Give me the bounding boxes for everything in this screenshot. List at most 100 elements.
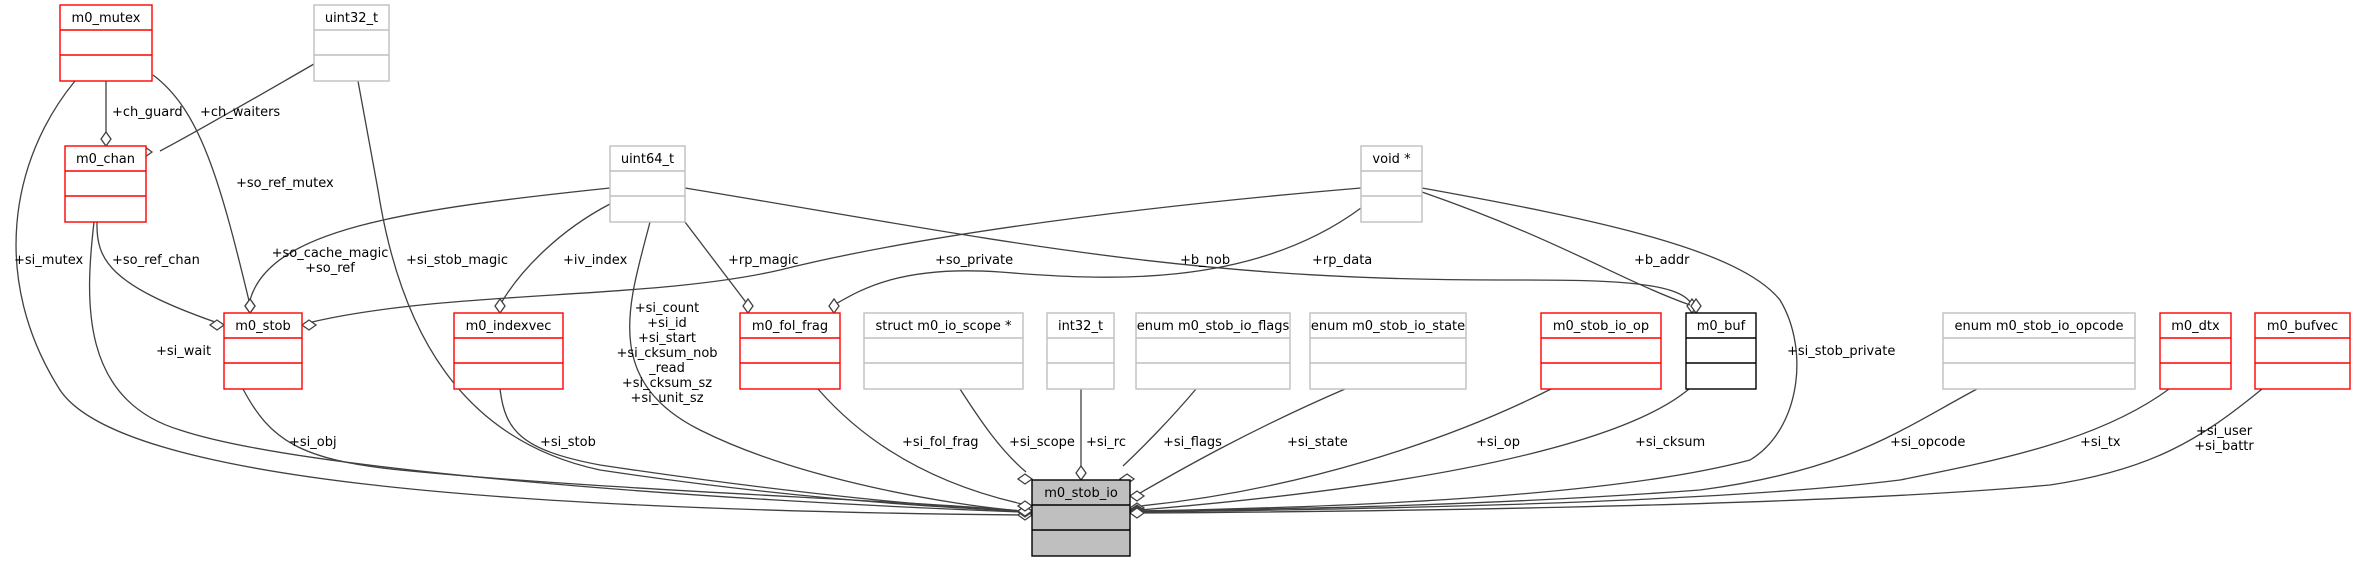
class-node-m0-chan[interactable]: m0_chan bbox=[64, 145, 147, 223]
class-box bbox=[739, 312, 841, 390]
aggregation-diamond-icon bbox=[208, 319, 226, 331]
edge-label: +si_obj bbox=[289, 435, 337, 450]
class-node-m0-fol-frag[interactable]: m0_fol_frag bbox=[739, 312, 841, 390]
edge-line bbox=[15, 80, 1023, 516]
aggregation-diamond-icon bbox=[1016, 473, 1034, 485]
aggregation-diamond-icon bbox=[1690, 297, 1702, 315]
edge-label-line: +si_obj bbox=[289, 435, 337, 450]
edge-uint64_t-to-m0_buf bbox=[684, 187, 1698, 315]
edge-line bbox=[96, 221, 216, 323]
class-name: m0_dtx bbox=[2171, 319, 2220, 334]
nodes-layer: m0_mutex uint32_t m0_chan uint64_t void * m0_… bbox=[59, 4, 2351, 557]
edge-void_ptr-to-m0_buf bbox=[1421, 191, 1702, 315]
edge-label-line: +si_cksum_nob bbox=[616, 346, 717, 361]
class-node-uint64-t[interactable]: uint64_t bbox=[609, 145, 686, 223]
edge-label: +si_stob_private bbox=[1787, 344, 1895, 359]
class-name: enum m0_stob_io_state bbox=[1311, 319, 1465, 334]
edge-m0_chan-to-m0_stob bbox=[96, 221, 226, 331]
edge-label-line: +si_stob_magic bbox=[406, 253, 508, 268]
edge-line bbox=[684, 221, 749, 306]
class-node-m0-mutex[interactable]: m0_mutex bbox=[59, 4, 153, 82]
aggregation-diamond-icon bbox=[1128, 490, 1146, 502]
edge-line bbox=[88, 221, 1023, 513]
edge-label: +si_opcode bbox=[1890, 435, 1965, 450]
class-node-m0-stob-io-op[interactable]: m0_stob_io_op bbox=[1540, 312, 1662, 390]
class-name: void * bbox=[1372, 152, 1411, 167]
class-box bbox=[453, 312, 564, 390]
edge-line bbox=[311, 187, 1362, 323]
class-box bbox=[1942, 312, 2136, 390]
class-name: m0_stob bbox=[235, 319, 291, 334]
edge-label: +rp_data bbox=[1312, 253, 1372, 268]
edge-label-line: +so_ref bbox=[305, 261, 355, 276]
edge-uint32_t-to-m0_stob_io bbox=[357, 80, 1034, 517]
class-node-io-opcode[interactable]: enum m0_stob_io_opcode bbox=[1942, 312, 2136, 390]
edge-line bbox=[1139, 388, 2263, 514]
class-name: enum m0_stob_io_opcode bbox=[1955, 319, 2124, 334]
edge-label-line: +b_addr bbox=[1634, 253, 1690, 268]
edge-uint64_t-to-m0_fol_frag bbox=[684, 221, 754, 315]
class-node-m0-stob-io[interactable]: m0_stob_io bbox=[1031, 479, 1131, 557]
edge-label-line: +si_count bbox=[635, 301, 699, 316]
class-box bbox=[64, 145, 147, 223]
edge-label-line: +so_private bbox=[935, 253, 1013, 268]
edge-uint64_t-to-m0_stob bbox=[244, 187, 611, 315]
class-node-void-ptr[interactable]: void * bbox=[1360, 145, 1423, 223]
edge-io_state-to-m0_stob_io bbox=[1128, 388, 1346, 502]
class-node-m0-stob[interactable]: m0_stob bbox=[223, 312, 303, 390]
edge-label-line: +si_unit_sz bbox=[630, 391, 703, 406]
edge-label-line: +b_nob bbox=[1180, 253, 1230, 268]
edge-label-line: +si_user bbox=[2196, 424, 2253, 439]
class-node-m0-bufvec[interactable]: m0_bufvec bbox=[2254, 312, 2351, 390]
class-box bbox=[1685, 312, 1757, 390]
class-name: uint32_t bbox=[325, 11, 378, 26]
class-box bbox=[223, 312, 303, 390]
edge-label: +si_rc bbox=[1086, 435, 1126, 450]
edge-line bbox=[629, 221, 1023, 512]
class-node-m0-buf[interactable]: m0_buf bbox=[1685, 312, 1757, 390]
edge-label: +ch_guard bbox=[112, 105, 183, 120]
edge-label-line: +si_scope bbox=[1009, 435, 1075, 450]
class-node-m0-indexvec[interactable]: m0_indexvec bbox=[453, 312, 564, 390]
class-box bbox=[1135, 312, 1291, 390]
edge-label-line: +so_cache_magic bbox=[272, 246, 389, 261]
edge-label: +rp_magic bbox=[728, 253, 799, 268]
edge-uint64_t-to-m0_indexvec bbox=[494, 203, 611, 315]
edge-line bbox=[1139, 388, 1978, 512]
edge-line bbox=[1139, 388, 1346, 494]
edge-label: +si_cksum bbox=[1635, 435, 1705, 450]
edge-label: +si_stob_magic bbox=[406, 253, 508, 268]
edge-m0_stob-to-m0_stob_io bbox=[242, 388, 1034, 517]
edge-line bbox=[833, 207, 1362, 306]
edge-label: +so_ref_chan bbox=[112, 253, 200, 268]
edge-int32_t-to-m0_stob_io bbox=[1075, 389, 1087, 482]
edge-line bbox=[249, 187, 611, 301]
class-name: m0_bufvec bbox=[2267, 319, 2338, 334]
edge-label: +b_addr bbox=[1634, 253, 1690, 268]
class-node-io-flags[interactable]: enum m0_stob_io_flags bbox=[1135, 312, 1291, 390]
edge-line bbox=[1139, 388, 1552, 507]
class-node-m0-io-scope[interactable]: struct m0_io_scope * bbox=[863, 312, 1024, 390]
edge-m0_fol_frag-to-m0_stob_io bbox=[817, 388, 1034, 512]
edge-label-line: +si_cksum bbox=[1635, 435, 1705, 450]
class-name: uint64_t bbox=[621, 152, 674, 167]
class-node-int32-t[interactable]: int32_t bbox=[1046, 312, 1115, 390]
class-node-io-state[interactable]: enum m0_stob_io_state bbox=[1309, 312, 1467, 390]
edge-label-line: +ch_waiters bbox=[200, 105, 280, 120]
edge-line bbox=[684, 187, 1693, 306]
edge-label-line: +rp_magic bbox=[728, 253, 799, 268]
edge-label: +si_mutex bbox=[14, 253, 84, 268]
aggregation-diamond-icon bbox=[494, 297, 506, 315]
class-box bbox=[1360, 145, 1423, 223]
edge-label-line: +rp_data bbox=[1312, 253, 1372, 268]
class-box bbox=[1046, 312, 1115, 390]
class-node-uint32-t[interactable]: uint32_t bbox=[313, 4, 390, 82]
edge-label: +si_scope bbox=[1009, 435, 1075, 450]
edge-label-line: +si_stob_private bbox=[1787, 344, 1895, 359]
class-node-m0-dtx[interactable]: m0_dtx bbox=[2159, 312, 2232, 390]
edge-label-line: +si_flags bbox=[1163, 435, 1222, 450]
edge-line bbox=[499, 388, 1023, 512]
edge-line bbox=[152, 74, 251, 306]
edge-label: +si_op bbox=[1476, 435, 1520, 450]
